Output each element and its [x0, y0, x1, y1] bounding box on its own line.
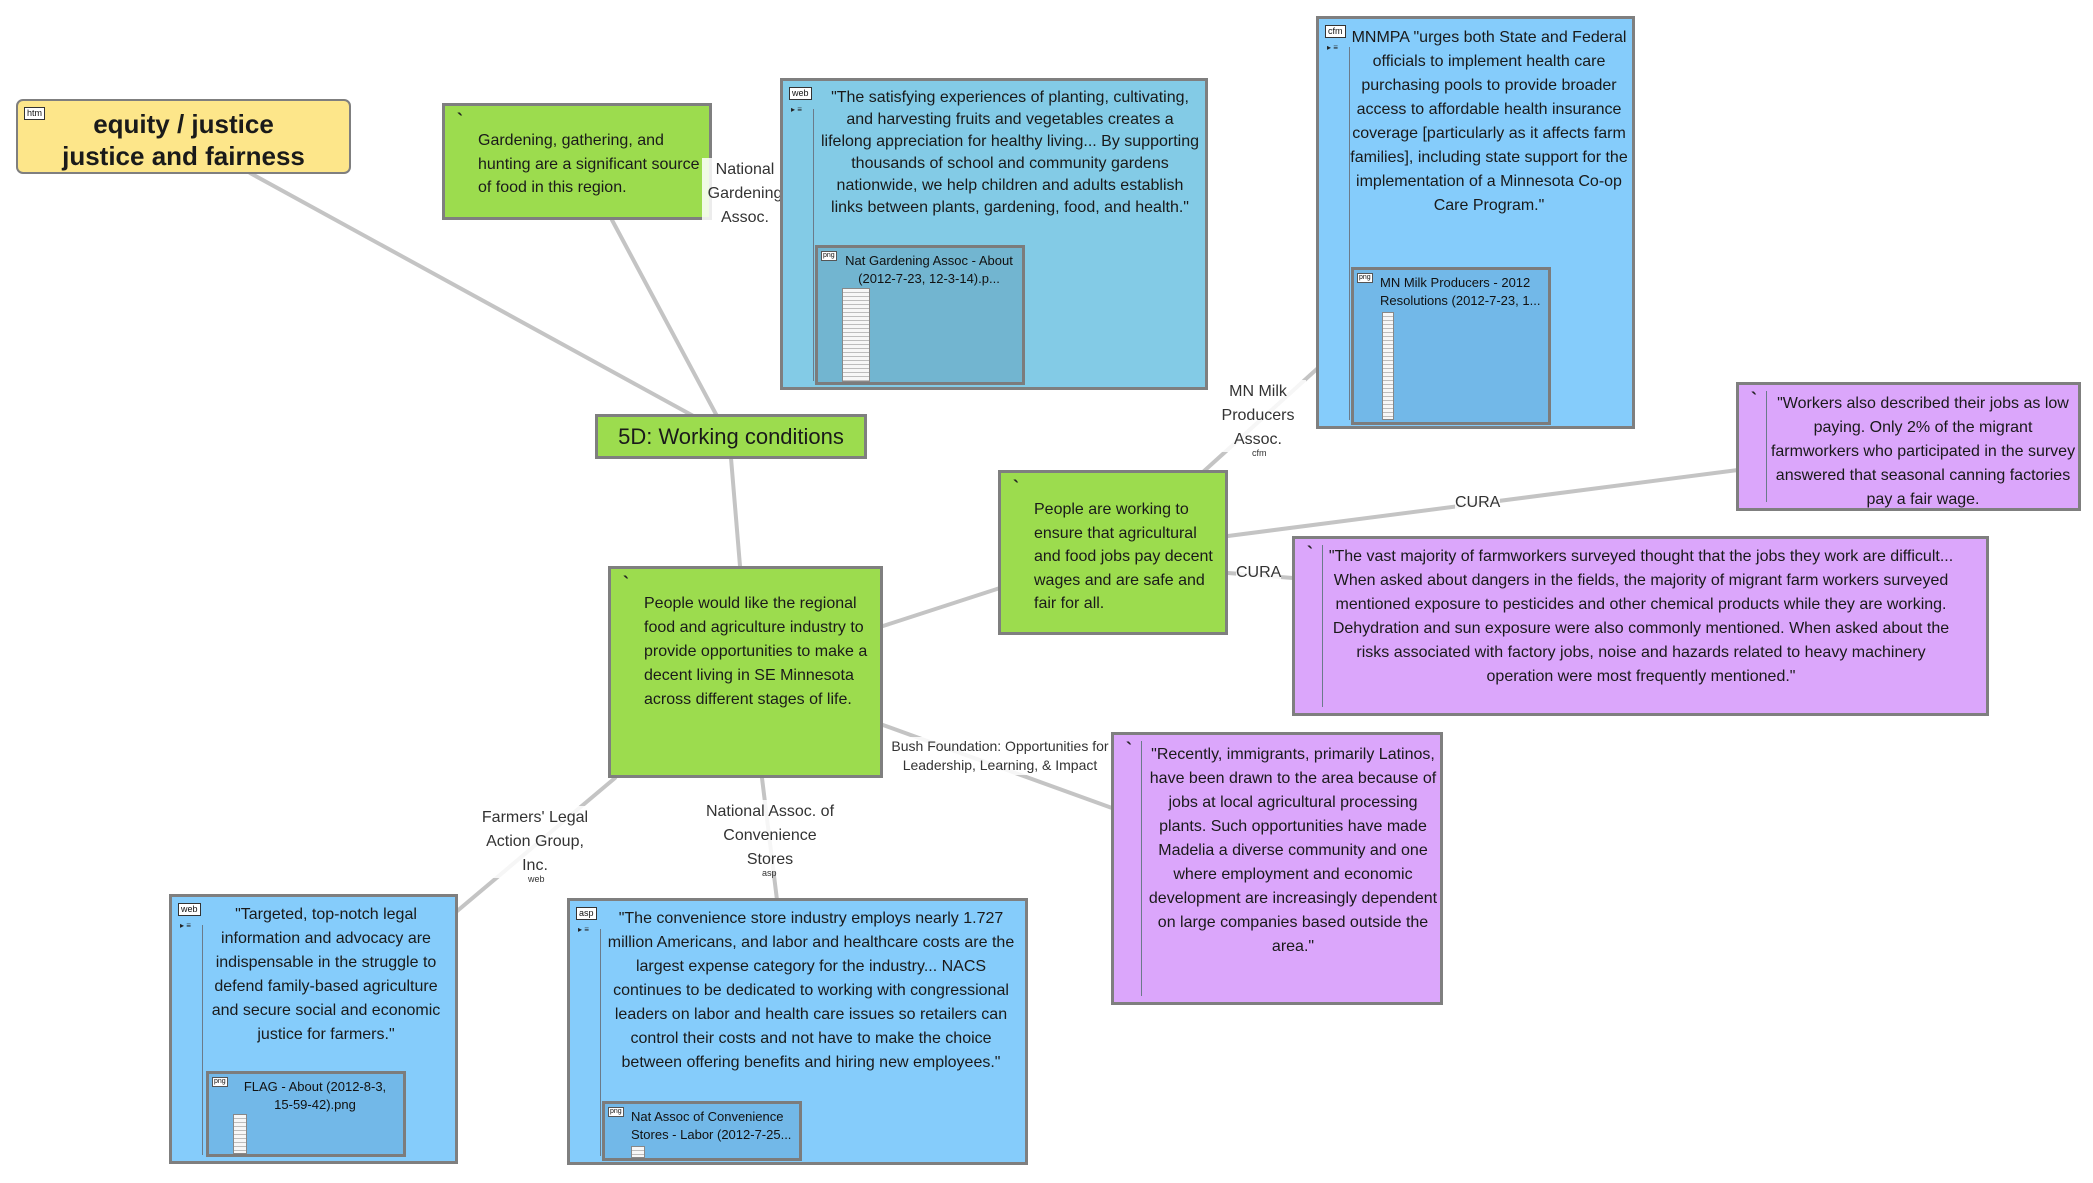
- nacs-doc-attachment[interactable]: png Nat Assoc of Convenience Stores - La…: [602, 1101, 802, 1161]
- web-tag: web: [789, 87, 812, 100]
- flag-quote-node[interactable]: web ▸ ≡ "Targeted, top-notch legal infor…: [169, 894, 458, 1164]
- nacs-doc-title: Nat Assoc of Convenience Stores - Labor …: [631, 1109, 792, 1142]
- doc-thumbnail: [1382, 312, 1394, 420]
- mnmpa-quote-node[interactable]: cfm ▸ ≡ MNMPA "urges both State and Fede…: [1316, 16, 1635, 429]
- cfm-tag: cfm: [1325, 25, 1346, 38]
- immigrants-quote-node[interactable]: ` "Recently, immigrants, primarily Latin…: [1111, 732, 1443, 1005]
- claim-mark: `: [1751, 389, 1757, 409]
- nga-quote-text: "The satisfying experiences of planting,…: [821, 89, 1199, 217]
- doc-thumbnail: [631, 1146, 645, 1158]
- node-controls: ▸ ≡: [180, 921, 191, 930]
- edge-label-mn-milk: MN Milk Producers Assoc.: [1210, 380, 1306, 452]
- hub-node[interactable]: 5D: Working conditions: [595, 414, 867, 459]
- ensure-wages-node[interactable]: ` People are working to ensure that agri…: [998, 470, 1228, 635]
- claim-mark: `: [1013, 477, 1019, 497]
- side-strip: [813, 109, 814, 381]
- web-tag: web: [178, 903, 201, 916]
- link-title-hub: [248, 171, 699, 420]
- mnmpa-doc-attachment[interactable]: png MN Milk Producers - 2012 Resolutions…: [1351, 267, 1551, 425]
- edge-label-cura-1: CURA: [1455, 491, 1501, 515]
- decent-living-text: People would like the regional food and …: [644, 595, 868, 708]
- immigrants-quote-text: "Recently, immigrants, primarily Latinos…: [1148, 746, 1438, 955]
- doc-thumbnail: [842, 288, 870, 382]
- cura-quote-2-node[interactable]: ` "The vast majority of farmworkers surv…: [1292, 536, 1989, 716]
- side-strip: [202, 925, 203, 1155]
- nga-doc-title: Nat Gardening Assoc - About (2012-7-23, …: [845, 253, 1013, 286]
- flag-doc-title: FLAG - About (2012-8-3, 15-59-42).png: [243, 1079, 387, 1112]
- flag-doc-attachment[interactable]: png FLAG - About (2012-8-3, 15-59-42).pn…: [206, 1071, 406, 1157]
- edge-label-nga: National Gardening Assoc.: [702, 158, 788, 230]
- edge-tag-nacs: asp: [762, 868, 777, 878]
- flag-quote-text: "Targeted, top-notch legal information a…: [211, 906, 441, 1043]
- ensure-wages-text: People are working to ensure that agricu…: [1034, 501, 1213, 613]
- mnmpa-doc-title: MN Milk Producers - 2012 Resolutions (20…: [1380, 275, 1541, 308]
- mnmpa-quote-text: MNMPA "urges both State and Federal offi…: [1350, 29, 1628, 214]
- side-strip: [1349, 47, 1350, 420]
- link-hub-decent: [729, 456, 742, 568]
- side-strip: [1766, 391, 1767, 502]
- edge-label-bush: Bush Foundation: Opportunities for Leade…: [890, 737, 1110, 775]
- edge-label-nacs: National Assoc. of Convenience Stores: [700, 800, 840, 872]
- node-controls: ▸ ≡: [578, 925, 589, 934]
- png-tag: png: [1357, 273, 1373, 283]
- title-line-1: equity / justice: [93, 109, 274, 139]
- asp-tag: asp: [576, 907, 597, 920]
- cura-quote-1-node[interactable]: ` "Workers also described their jobs as …: [1736, 382, 2081, 511]
- png-tag: png: [821, 251, 837, 261]
- title-node[interactable]: htm equity / justice justice and fairnes…: [16, 99, 351, 174]
- nacs-quote-node[interactable]: asp ▸ ≡ "The convenience store industry …: [567, 898, 1028, 1165]
- png-tag: png: [212, 1077, 228, 1087]
- side-strip: [1322, 545, 1323, 707]
- claim-mark: `: [1126, 739, 1132, 759]
- decent-living-node[interactable]: ` People would like the regional food an…: [608, 566, 883, 778]
- link-gardening-hub: [610, 218, 720, 420]
- link-decent-ensure: [881, 586, 1002, 628]
- gardening-claim-node[interactable]: ` Gardening, gathering, and hunting are …: [442, 103, 712, 220]
- side-strip: [1141, 741, 1142, 996]
- hub-label: 5D: Working conditions: [618, 424, 844, 449]
- doc-thumbnail: [233, 1114, 247, 1154]
- edge-tag-flag: web: [528, 874, 545, 884]
- title-line-2: justice and fairness: [62, 141, 305, 171]
- node-controls: ▸ ≡: [791, 105, 802, 114]
- png-tag: png: [608, 1107, 624, 1117]
- node-controls: ▸ ≡: [1327, 43, 1338, 52]
- gardening-claim-text: Gardening, gathering, and hunting are a …: [478, 132, 700, 197]
- nacs-quote-text: "The convenience store industry employs …: [607, 910, 1015, 1071]
- claim-mark: `: [623, 573, 629, 593]
- edge-label-cura-2: CURA: [1236, 561, 1282, 585]
- cura-quote-1-text: "Workers also described their jobs as lo…: [1770, 395, 2076, 508]
- nga-doc-attachment[interactable]: png Nat Gardening Assoc - About (2012-7-…: [815, 245, 1025, 385]
- edge-label-flag: Farmers' Legal Action Group, Inc.: [480, 806, 590, 878]
- edge-tag-mn-milk: cfm: [1252, 448, 1267, 458]
- nga-quote-node[interactable]: web ▸ ≡ "The satisfying experiences of p…: [780, 78, 1208, 390]
- cura-quote-2-text: "The vast majority of farmworkers survey…: [1328, 548, 1954, 685]
- htm-tag: htm: [24, 107, 46, 120]
- claim-mark: `: [1307, 543, 1313, 563]
- side-strip: [600, 929, 601, 1156]
- claim-mark: `: [457, 110, 463, 130]
